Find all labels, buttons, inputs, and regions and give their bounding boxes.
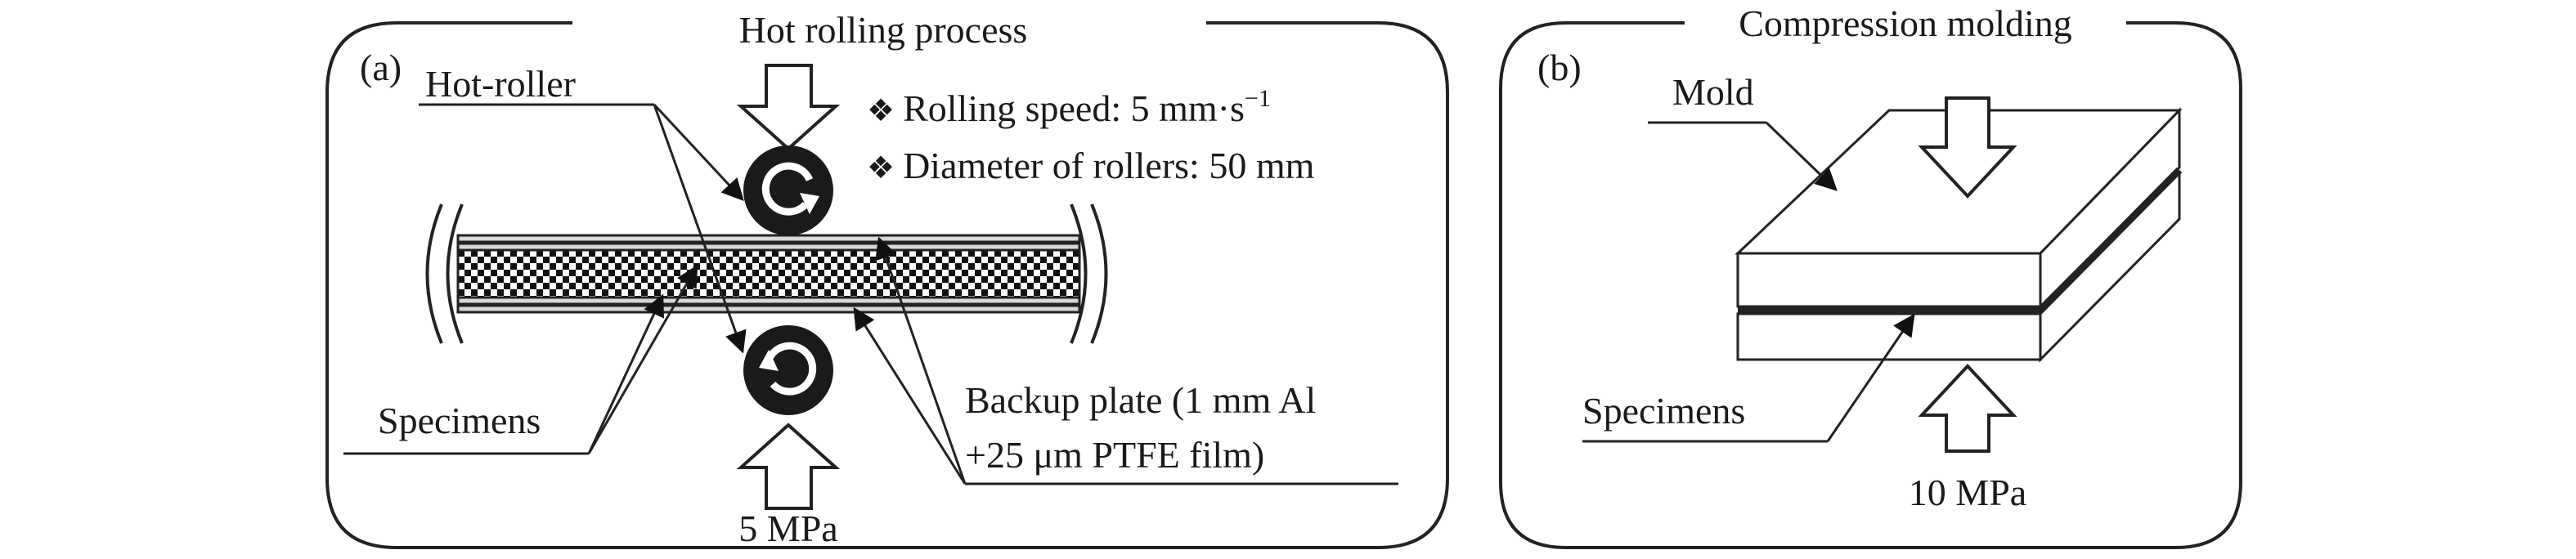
- bottom-press-arrow-b: [1918, 364, 2017, 453]
- bottom-press-arrow: [736, 423, 841, 510]
- top-press-arrow-b: [1918, 96, 2017, 199]
- lower-mold-block: [1736, 170, 2181, 363]
- break-mark-right-2: [1090, 203, 1108, 344]
- specimens-label-b: Specimens: [1582, 390, 1745, 432]
- panel-b-title: Compression molding: [1739, 2, 2072, 44]
- specimens-leader-2: [587, 264, 698, 454]
- top-roller: [743, 145, 833, 235]
- panel-a: Hot rolling process (a) 5 MPa ❖Rolling s…: [325, 9, 1449, 549]
- backup-plate-label-line2: +25 μm PTFE film): [965, 434, 1264, 476]
- upper-mold-block: [1735, 107, 2183, 310]
- specimens-leader-1: [587, 293, 664, 454]
- bottom-roller: [743, 325, 833, 415]
- bullet-icon: ❖: [867, 94, 895, 128]
- panel-b-label: (b): [1537, 47, 1582, 88]
- break-mark-left-1: [425, 203, 443, 344]
- panel-a-title: Hot rolling process: [739, 9, 1028, 51]
- laminate-stack: [456, 234, 1081, 314]
- bullet-diameter: ❖Diameter of rollers: 50 mm: [867, 145, 1315, 186]
- mold-leader: [1765, 121, 1838, 191]
- specimens-leader-b: [1826, 313, 1915, 442]
- hot-roller-leader-2: [653, 104, 747, 354]
- top-press-arrow: [736, 64, 841, 151]
- panel-a-label: (a): [360, 47, 402, 88]
- hot-roller-leader-1: [653, 103, 744, 201]
- specimens-label-a: Specimens: [378, 400, 541, 441]
- pressure-label-a: 5 MPa: [738, 508, 837, 549]
- panel-b: Compression molding (b) 10 MPa Mold Spec…: [1499, 2, 2242, 549]
- rotate-icon: [761, 162, 814, 216]
- mold-label: Mold: [1672, 71, 1754, 113]
- bullet-rolling-speed: ❖Rolling speed: 5 mm·s−1: [867, 85, 1271, 129]
- panel-a-frame: [325, 21, 1449, 549]
- panel-b-frame: [1499, 21, 2242, 549]
- pressure-label-b: 10 MPa: [1909, 472, 2026, 513]
- hot-roller-label: Hot-roller: [425, 63, 576, 105]
- backup-plate-leader-1: [875, 236, 967, 485]
- backup-plate-label-line1: Backup plate (1 mm Al: [965, 379, 1316, 421]
- bullet-icon: ❖: [867, 151, 895, 186]
- specimen-layer-b: [1738, 167, 2183, 315]
- rotate-icon: [765, 342, 817, 396]
- break-mark-right-1: [1070, 203, 1088, 344]
- backup-plate-leader-2: [853, 306, 967, 485]
- specimen-layer: [456, 248, 1081, 299]
- break-mark-left-2: [446, 203, 464, 344]
